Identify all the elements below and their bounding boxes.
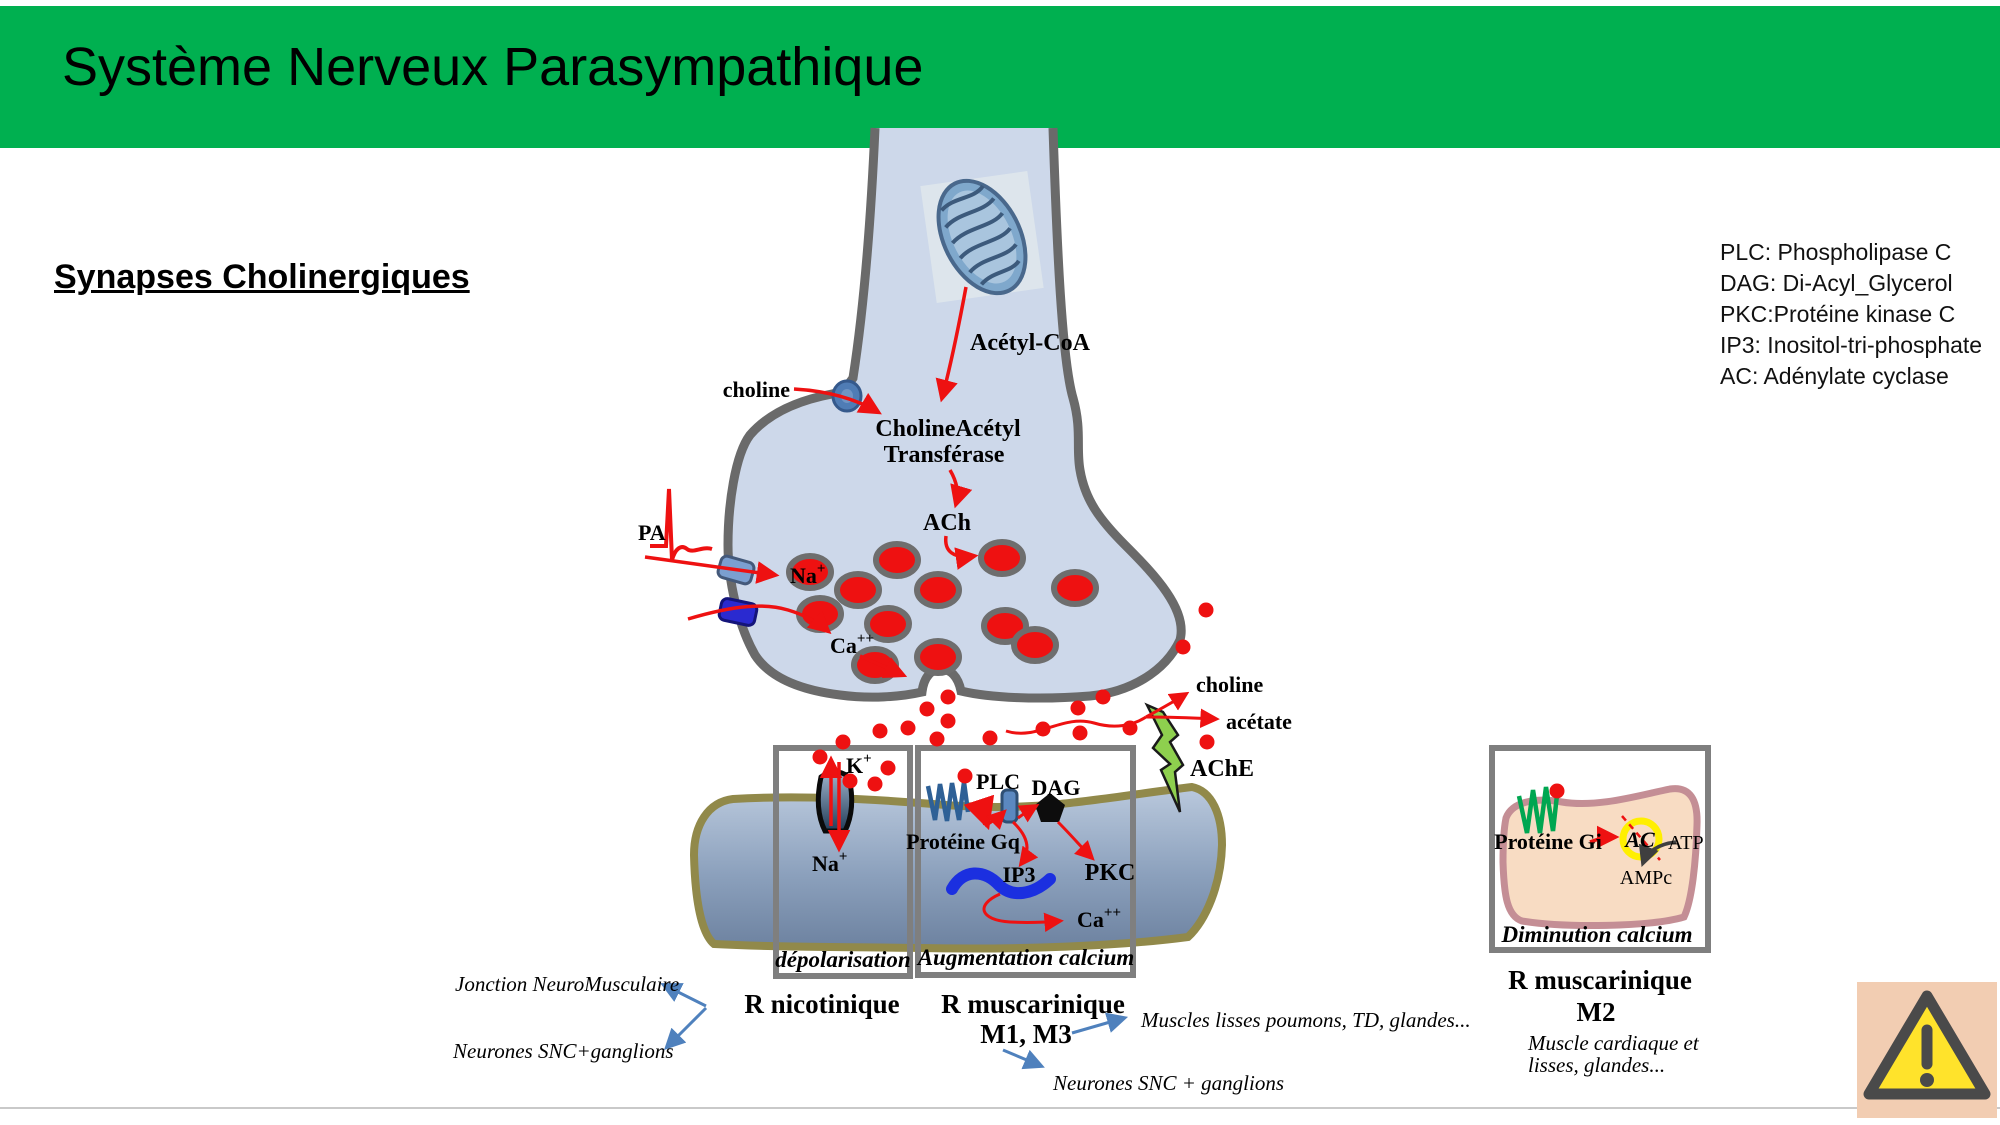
m2-subtype: M2 bbox=[1577, 997, 1616, 1027]
m1m3-title: R muscarinique bbox=[941, 989, 1125, 1019]
section-title: Synapses Cholinergiques bbox=[54, 258, 470, 296]
choline-to-cat-arrow bbox=[793, 387, 882, 415]
m1m3-target-1: Muscles lisses poumons, TD, glandes... bbox=[1140, 1008, 1471, 1032]
augmentation-calcium-box bbox=[915, 745, 1136, 978]
ach-ligand-dot-m2 bbox=[1549, 783, 1565, 799]
plc-to-dag-arrow bbox=[1017, 803, 1040, 823]
m1m3-target-arrow-2 bbox=[1002, 1048, 1045, 1070]
ach-degradation-line bbox=[1005, 715, 1147, 735]
mito-to-cat-arrow bbox=[935, 286, 968, 403]
m2-title: R muscarinique bbox=[1508, 965, 1692, 995]
m1m3-target-2: Neurones SNC + ganglions bbox=[1052, 1071, 1284, 1095]
gpcr-icon-m2 bbox=[1516, 785, 1561, 834]
ca-post-label: Ca++ bbox=[1077, 905, 1121, 932]
m1m3-subtypes: M1, M3 bbox=[980, 1019, 1071, 1049]
pkc-label: PKC bbox=[1085, 860, 1136, 886]
synaptic-vesicle bbox=[834, 571, 882, 609]
nicotinic-target-1: Jonction NeuroMusculaire bbox=[455, 972, 679, 996]
nicotinic-target-arrow-2 bbox=[664, 1006, 708, 1050]
synaptic-vesicle bbox=[1051, 569, 1099, 607]
header-bar bbox=[0, 6, 2000, 148]
nicotinic-target-arrow-1 bbox=[660, 983, 707, 1008]
pa-to-na-arrow bbox=[644, 555, 780, 584]
cat-to-ach-arrow bbox=[948, 469, 973, 509]
m2-target-line2: lisses, glandes... bbox=[1528, 1053, 1665, 1077]
ach-label: ACh bbox=[923, 510, 971, 536]
nicotinic-title: R nicotinique bbox=[744, 989, 899, 1019]
acetate-label: acétate bbox=[1226, 709, 1292, 734]
na-presyn-label: Na+ bbox=[790, 561, 825, 588]
synaptic-vesicle bbox=[873, 541, 921, 579]
cat-label-line2: Transférase bbox=[884, 442, 1005, 468]
page-title: Système Nerveux Parasympathique bbox=[62, 37, 924, 97]
legend-line-dag: DAG: Di-Acyl_Glycerol bbox=[1720, 270, 1953, 296]
legend-line-pkc: PKC:Protéine kinase C bbox=[1720, 301, 1956, 327]
k-label: K+ bbox=[846, 751, 872, 778]
ca-to-fusion-arrow bbox=[859, 654, 908, 679]
synaptic-vesicle bbox=[864, 605, 912, 643]
ac-label: AC bbox=[1623, 827, 1655, 852]
gq-to-plc-arrow bbox=[984, 809, 1007, 830]
na-post-label: Na+ bbox=[812, 849, 847, 876]
nicotinic-target-2: Neurones SNC+ganglions bbox=[452, 1039, 674, 1063]
choline-in-label: choline bbox=[723, 377, 790, 402]
synaptic-vesicle bbox=[1011, 626, 1059, 664]
atp-label: ATP bbox=[1668, 832, 1704, 854]
lightning-bolt-icon bbox=[1144, 702, 1185, 813]
plc-label: PLC bbox=[976, 769, 1020, 794]
augmentation-caption: Augmentation calcium bbox=[916, 945, 1135, 970]
ach-to-vesicle-arrow bbox=[944, 535, 979, 570]
depolarisation-caption: dépolarisation bbox=[775, 947, 910, 972]
dag-to-pkc-arrow bbox=[1056, 820, 1095, 861]
diminution-caption: Diminution calcium bbox=[1500, 922, 1692, 947]
m2-target-line1: Muscle cardiaque et bbox=[1527, 1031, 1700, 1055]
warning-badge bbox=[1857, 982, 1997, 1118]
ache-label: AChE bbox=[1190, 756, 1254, 782]
footer-divider bbox=[0, 1107, 2000, 1109]
cat-label-line1: CholineAcétyl bbox=[875, 416, 1021, 442]
diminution-calcium-box bbox=[1489, 745, 1711, 953]
gpcr-icon bbox=[925, 781, 971, 822]
synaptic-vesicle bbox=[851, 646, 899, 684]
gq-activation-arrow bbox=[963, 794, 995, 831]
to-acetate-arrow bbox=[1145, 708, 1220, 728]
gi-label: Protéine Gi bbox=[1494, 829, 1602, 854]
ampc-label: AMPc bbox=[1620, 867, 1672, 889]
ca-entry-arrow bbox=[687, 604, 832, 634]
ip3-molecule bbox=[946, 867, 1056, 900]
ip3-to-ca-arrow bbox=[982, 892, 1064, 933]
synaptic-vesicles bbox=[786, 539, 1099, 684]
atp-to-ampc-arrow bbox=[1638, 840, 1677, 867]
synaptic-vesicle bbox=[914, 571, 962, 609]
abbreviation-legend: PLC: Phospholipase C DAG: Di-Acyl_Glycer… bbox=[1720, 237, 2000, 392]
plc-enzyme bbox=[1000, 788, 1019, 824]
gq-label: Protéine Gq bbox=[906, 829, 1021, 854]
legend-line-plc: PLC: Phospholipase C bbox=[1720, 239, 1952, 265]
dag-label: DAG bbox=[1032, 775, 1081, 800]
plc-to-ip3-arrow bbox=[1011, 820, 1039, 868]
ip3-label: IP3 bbox=[1003, 862, 1036, 887]
mitochondria-icon bbox=[920, 171, 1044, 303]
legend-line-ip3: IP3: Inositol-tri-phosphate bbox=[1720, 332, 1983, 358]
ach-ligand-dot bbox=[957, 768, 973, 784]
gi-to-ac-arrow bbox=[1589, 825, 1620, 849]
m2-panel bbox=[1489, 745, 1711, 953]
m1m3-target-arrow-1 bbox=[1071, 1012, 1129, 1035]
choline-out-label: choline bbox=[1196, 672, 1263, 697]
acetylcoa-label: Acétyl-CoA bbox=[970, 330, 1091, 356]
legend-line-ac: AC: Adénylate cyclase bbox=[1720, 363, 1949, 389]
ca-presyn-label: Ca++ bbox=[830, 631, 874, 658]
warning-triangle-icon bbox=[1863, 990, 1991, 1100]
dag-molecule bbox=[1035, 793, 1065, 822]
synaptic-vesicle bbox=[978, 539, 1026, 577]
to-choline-arrow bbox=[1145, 691, 1190, 719]
synaptic-vesicle bbox=[786, 553, 834, 591]
synaptic-vesicle bbox=[914, 638, 962, 676]
pa-label: PA bbox=[638, 520, 666, 545]
